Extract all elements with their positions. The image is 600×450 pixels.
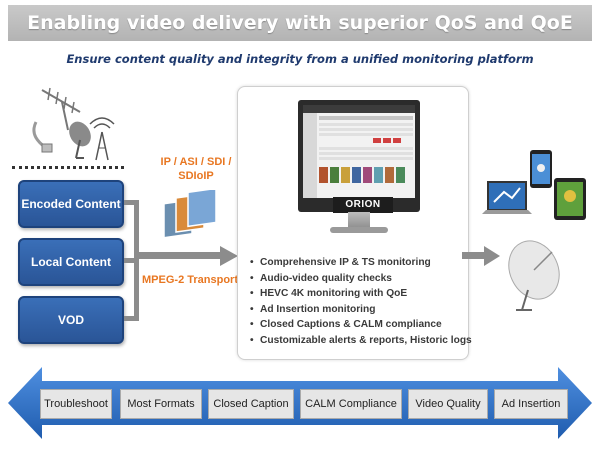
capability-troubleshoot: Troubleshoot [40, 389, 112, 419]
cable-icon [32, 121, 53, 153]
page-title: Enabling video delivery with superior Qo… [27, 12, 573, 34]
connector-vertical-line [134, 200, 139, 321]
broadcast-tower-icon [89, 117, 115, 161]
feature-item: •Closed Captions & CALM compliance [250, 319, 442, 330]
divider [12, 166, 124, 169]
capability-video-quality: Video Quality [408, 389, 488, 419]
capability-closed-caption: Closed Caption [208, 389, 294, 419]
source-vod: VOD [18, 296, 124, 344]
input-sources-illustration [32, 87, 115, 161]
output-devices-illustration [482, 150, 586, 311]
laptop-icon [482, 181, 532, 214]
connector-line [124, 258, 136, 263]
satellite-dish-icon [508, 240, 560, 311]
source-local-content: Local Content [18, 238, 124, 286]
input-arrow [134, 246, 238, 266]
antenna-icon [41, 87, 81, 131]
source-encoded-content: Encoded Content [18, 180, 124, 228]
capability-ad-insertion: Ad Insertion [494, 389, 568, 419]
capability-most-formats: Most Formats [120, 389, 202, 419]
title-bar: Enabling video delivery with superior Qo… [8, 5, 592, 41]
feature-item: •Comprehensive IP & TS monitoring [250, 257, 431, 268]
feature-item: •Customizable alerts & reports, Historic… [250, 334, 472, 346]
protocol-label-line1: IP / ASI / SDI / [160, 156, 232, 168]
output-arrow [462, 246, 500, 266]
tablet-icon [554, 178, 586, 220]
connector-line [124, 200, 136, 205]
transport-label: MPEG-2 Transport [142, 274, 238, 286]
dashboard-screenshot [303, 105, 415, 198]
product-label: ORION [333, 197, 393, 213]
protocol-label: IP / ASI / SDI / SDIoIP [156, 155, 236, 183]
page-subtitle: Ensure content quality and integrity fro… [66, 52, 534, 66]
feature-item: •Ad Insertion monitoring [250, 303, 376, 315]
monitor-base [330, 227, 388, 233]
feature-item: •HEVC 4K monitoring with QoE [250, 288, 408, 299]
smartphone-icon [530, 150, 552, 188]
capability-calm-compliance: CALM Compliance [300, 389, 402, 419]
video-frames-illustration [163, 190, 217, 239]
feature-list: •Comprehensive IP & TS monitoring •Audio… [250, 255, 472, 348]
feature-item: •Audio-video quality checks [250, 272, 392, 284]
satellite-dish-icon [69, 121, 91, 159]
monitor-stand [348, 212, 370, 228]
monitor-screen [303, 105, 415, 198]
connector-line [124, 316, 136, 321]
protocol-label-line2: SDIoIP [178, 170, 214, 182]
